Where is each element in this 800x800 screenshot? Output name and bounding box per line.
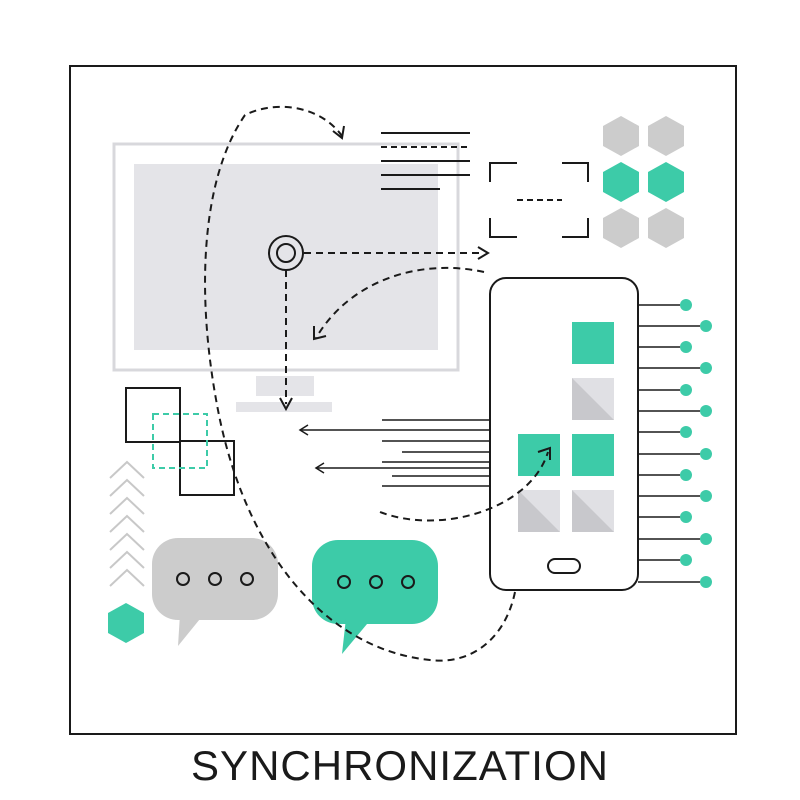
document-lines-icon	[381, 132, 470, 190]
sync-arrows	[204, 105, 549, 662]
illustration-frame	[69, 65, 737, 735]
frame-bracket-icon	[489, 162, 589, 238]
chevron-up-stack-icon	[109, 460, 145, 587]
hexagon-icon	[108, 603, 144, 643]
sync-arrowheads	[279, 125, 551, 460]
chat-bubble-gray-icon	[152, 538, 278, 646]
overlapping-squares-icon	[125, 387, 235, 496]
caption-title: SYNCHRONIZATION	[191, 742, 609, 789]
transfer-lines	[298, 419, 492, 487]
circuit-connectors-icon	[638, 299, 712, 588]
smartphone-icon	[489, 277, 639, 591]
chat-bubble-green-icon	[312, 540, 438, 654]
hexagon-grid-icon	[603, 116, 684, 248]
